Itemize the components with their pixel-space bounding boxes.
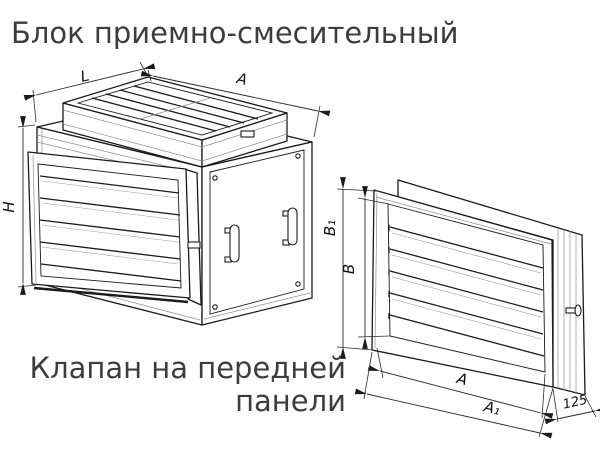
screw-icon <box>212 304 218 310</box>
box-right-face <box>201 141 313 326</box>
dim-label-H: H <box>0 201 18 212</box>
dimension-depth-125: 125 <box>544 388 600 425</box>
axle-pin <box>565 304 582 317</box>
louver-blades <box>388 225 545 357</box>
dim-label-A1: A₁ <box>481 397 502 418</box>
dimension-B: B <box>340 186 391 349</box>
dimension-A: A <box>140 69 331 138</box>
access-door <box>209 149 305 315</box>
block-isometric-drawing: H L A <box>0 61 331 326</box>
caption-line-2: панели <box>235 384 346 418</box>
dimension-B1: B₁ <box>321 177 377 359</box>
dim-label-B: B <box>340 264 358 274</box>
door-handle-icon <box>224 224 240 263</box>
dimension-L: L <box>23 61 156 123</box>
dim-label-A2: A <box>454 369 469 389</box>
door-handle-icon <box>282 207 298 246</box>
drawing-caption: Клапан на передней панели <box>0 352 346 418</box>
dimension-A1-outer: A₁ <box>354 351 554 439</box>
front-panel-valve-drawing: B₁ B A A₁ 125 <box>321 177 600 439</box>
caption-line-1: Клапан на передней <box>29 351 346 385</box>
dim-label-125: 125 <box>561 392 589 412</box>
dimension-H: H <box>0 116 37 295</box>
screw-icon <box>295 281 301 287</box>
screw-icon <box>295 153 301 159</box>
valve-pin <box>187 241 201 249</box>
dim-label-A: A <box>234 69 249 89</box>
page-title: Блок приемно-смесительный <box>11 16 459 50</box>
damper-latch <box>240 130 255 138</box>
screw-icon <box>212 175 218 181</box>
front-valve-panel <box>27 151 202 306</box>
dim-label-B1: B₁ <box>321 220 339 236</box>
mounting-flange <box>397 179 586 396</box>
dim-label-L: L <box>79 66 91 85</box>
